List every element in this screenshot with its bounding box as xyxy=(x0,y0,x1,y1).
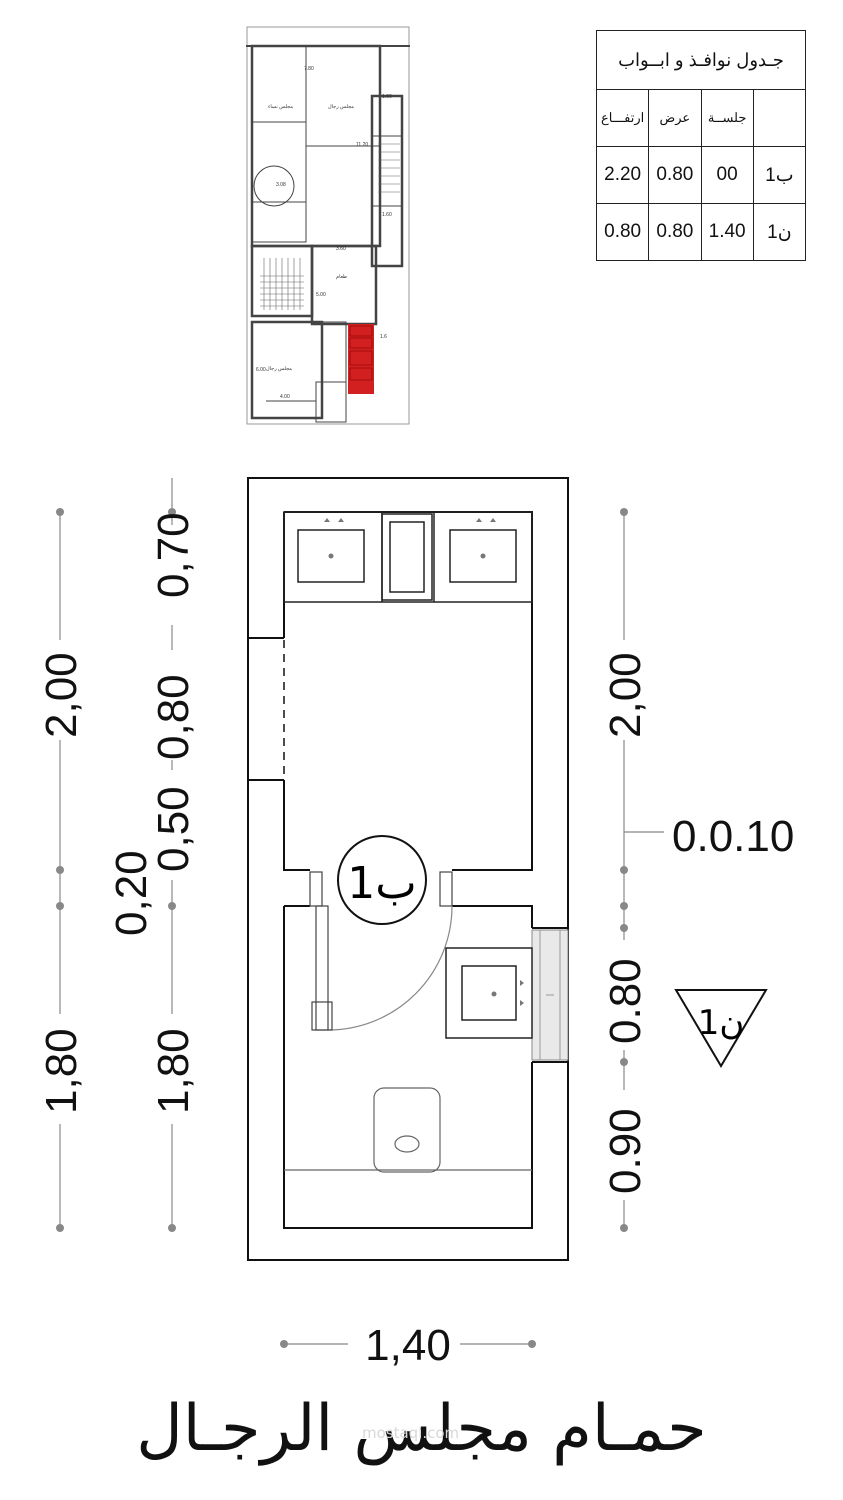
dim-bottom-width: 1,40 xyxy=(365,1321,451,1370)
dim-right: 2,00 xyxy=(601,652,650,738)
window-tag-triangle xyxy=(674,989,768,1068)
vanity-counter xyxy=(283,511,533,603)
outer-wall xyxy=(247,477,569,1261)
key-dim: 1.60 xyxy=(382,94,392,100)
schedule-cell: 0.80 xyxy=(648,203,702,261)
inner-wall-lower xyxy=(283,906,533,1229)
key-dim: 3.08 xyxy=(276,182,286,188)
dim-left-outer: 2,00 xyxy=(37,652,86,738)
door-tag-label: ب1 xyxy=(347,858,416,909)
schedule-cell: ن1 xyxy=(752,203,807,261)
dim-left-outer: 1,80 xyxy=(37,1028,86,1114)
schedule-cell: 00 xyxy=(700,146,754,204)
key-dim: 6.00 xyxy=(256,367,266,373)
key-room-label: طعام xyxy=(336,274,347,280)
schedule-title: جـدول نوافـذ و ابــواب xyxy=(596,30,806,90)
schedule-cell: 1.40 xyxy=(700,203,754,261)
key-dim: 4.00 xyxy=(280,394,290,400)
dim-left-inner: 1,80 xyxy=(149,1028,198,1114)
door-leaf xyxy=(315,905,329,1031)
dim-left-inner: 0,50 xyxy=(149,786,198,872)
door-swing-arc xyxy=(327,905,453,1031)
schedule-cell: 0.80 xyxy=(595,203,650,261)
sink-right xyxy=(449,529,517,583)
dim-left-inner: 0,80 xyxy=(149,674,198,760)
dim-right: 0.90 xyxy=(601,1108,650,1194)
key-room-label: مجلس نساء xyxy=(268,104,293,110)
drawing-title: حمـام مجلس الرجـال xyxy=(136,1392,707,1466)
key-room-label: مجلس رجال xyxy=(266,366,292,372)
schedule-cell: ب1 xyxy=(752,146,807,204)
washbasin xyxy=(445,947,533,1039)
key-dim: 11.20 xyxy=(356,142,368,148)
bathroom-floor-plan: 2,00 1,80 0,70 0,80 0,50 0,20 1,80 2,00 … xyxy=(36,477,794,1372)
schedule-cell: 2.20 xyxy=(595,146,650,204)
dim-left-inner: 0,20 xyxy=(107,850,156,936)
schedule-row: 0.80 0.80 1.40 ن1 xyxy=(595,203,807,261)
level-label: 0.0.10 xyxy=(672,812,794,861)
key-dim: 7.80 xyxy=(304,66,314,72)
toilet xyxy=(373,1087,441,1173)
schedule-header-sill: جلســة xyxy=(700,89,754,147)
watermark: mostaqi.com xyxy=(362,1424,460,1442)
window-tag-label: ن1 xyxy=(698,1003,745,1043)
key-plan: مجلس نساء مجلس رجال طعام مجلس رجال 7.80 … xyxy=(246,26,410,425)
key-dim: 5.00 xyxy=(316,292,326,298)
schedule-row: 2.20 0.80 00 ب1 xyxy=(595,146,807,204)
sink-left xyxy=(297,529,365,583)
key-dim: 1.60 xyxy=(382,212,392,218)
door-tag-bubble xyxy=(337,835,427,925)
dim-right: 0.80 xyxy=(601,958,650,1044)
key-room-label: مجلس رجال xyxy=(328,104,354,110)
key-dim: 3.60 xyxy=(336,246,346,252)
schedule-header-width: عرض xyxy=(648,89,702,147)
schedule-cell: 0.80 xyxy=(648,146,702,204)
key-dim: 1.6 xyxy=(380,334,387,340)
schedule-header-tag xyxy=(752,89,807,147)
openings-schedule-table: جـدول نوافـذ و ابــواب ارتفـــاع عرض جلس… xyxy=(595,30,807,261)
dim-left-inner: 0,70 xyxy=(149,512,198,598)
schedule-header-height: ارتفـــاع xyxy=(595,89,650,147)
inner-wall-upper xyxy=(284,511,533,871)
